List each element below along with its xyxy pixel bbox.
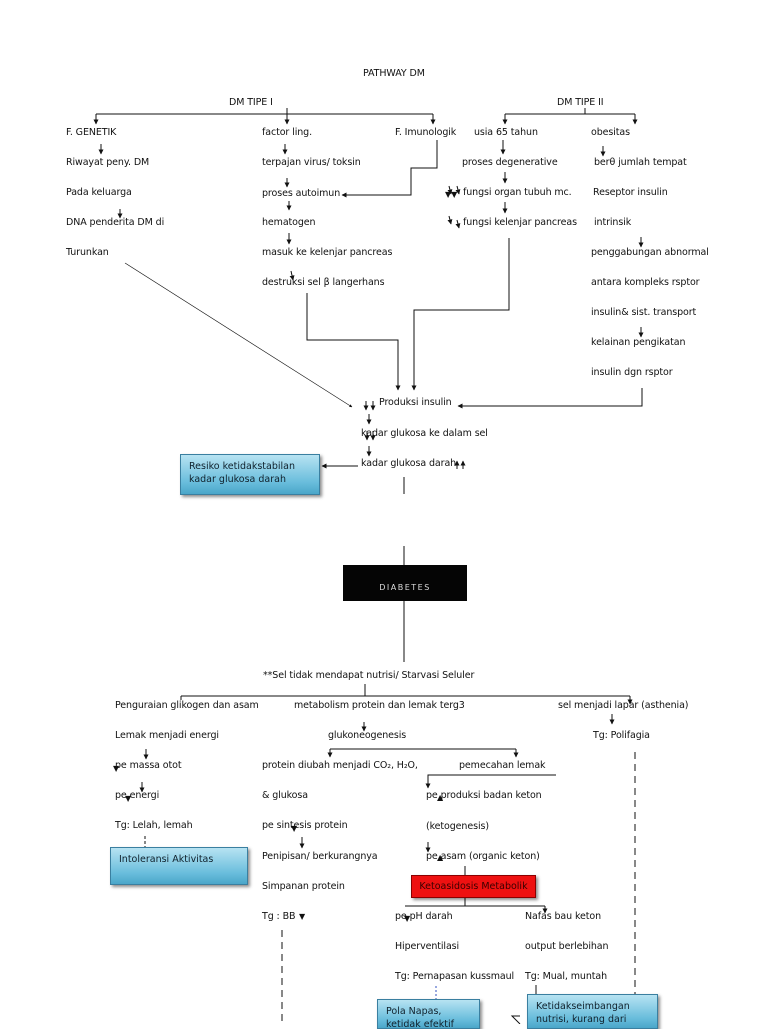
increase-arrow-icon: ▲ [437,853,444,862]
protein-step: Penipisan/ berkurangnya [262,851,378,862]
decrease-arrow-icon: ▼ [291,824,298,833]
genetic-step: Turunkan [66,247,109,258]
fatigue-sign: Tg: Lelah, lemah [115,820,193,831]
ph-step: Hiperventilasi [395,941,460,952]
hunger-step: sel menjadi lapar (asthenia) [558,700,689,711]
obesity-step: berθ jumlah tempat [594,157,687,168]
flow-arrow [425,774,556,789]
diagnosis-line: nutrisi, kurang dari [536,1014,627,1025]
decrease-arrow-icon: ▼▼ [445,190,458,199]
increase-arrow-icon: ▲ [437,793,444,802]
flow-line [510,1015,521,1024]
flow-arrow [455,219,461,229]
diagnosis-line: Ketidakseimbangan [536,1001,630,1012]
decrease-arrow-icon: ▼ [404,914,411,923]
environment-step: hematogen [262,217,316,228]
genetic-step: Pada keluarga [66,187,132,198]
flow-arrow [455,185,461,195]
diagnosis-line: kadar glukosa darah [189,474,286,485]
environment-step: terpajan virus/ toksin [262,157,361,168]
metabolism-header: metabolism protein dan lemak terg3 [294,700,465,711]
ketoacidosis-box: Ketoasidosis Metabolik [411,875,536,898]
blood-glucose-level: kadar glukosa darah [361,458,457,469]
fat-step: pe produksi badan keton [426,790,542,801]
environment-factor: factor ling. [262,127,313,138]
protein-step: protein diubah menjadi CO₂, H₂O, [262,760,418,771]
obesity-factor: obesitas [591,127,630,138]
nausea-sign: Tg: Mual, muntah [525,971,608,982]
age-step: fungsi organ tubuh mc. [463,187,572,198]
flow-arrow [341,140,438,198]
genetic-step: DNA penderita DM di [66,217,165,228]
environment-step: destruksi sel β langerhans [262,277,385,288]
obesity-step: Reseptor insulin [593,187,668,198]
decrease-arrow-icon: ▼ [113,764,120,773]
energy-step: pe energi [115,790,160,801]
insulin-production: Produksi insulin [379,397,452,408]
obesity-step: intrinsik [594,217,632,228]
genetic-step: Riwayat peny. DM [66,157,150,168]
obesity-step: insulin& sist. transport [591,307,697,318]
obesity-step: insulin dgn rsptor [591,367,673,378]
obesity-step: penggabungan abnormal [591,247,709,258]
kussmaul-sign: Tg: Pernapasan kussmaul [395,971,515,982]
obesity-step: antara kompleks rsptor [591,277,700,288]
protein-step: Simpanan protein [262,881,345,892]
ketone-step: Nafas bau keton [525,911,602,922]
branch-dm-tipe-1: DM TIPE I [229,97,273,108]
diabetes-box: DIABETES [343,565,467,601]
environment-step: proses autoimun [262,188,341,199]
obesity-step: kelainan pengikatan [591,337,686,348]
flow-arrow [457,388,643,409]
energy-step: Penguraian glikogen dan asam [115,700,259,711]
genetic-factor: F. GENETIK [66,127,117,138]
ph-step: pe pH darah [395,911,453,922]
decrease-arrow-icon: ▼ [299,912,306,921]
fat-step: (ketogenesis) [426,821,489,832]
environment-step: masuk ke kelenjar pancreas [262,247,393,258]
glucose-into-cells: kadar glukosa ke dalam sel [361,428,488,439]
fat-step: pemecahan lemak [459,760,546,771]
weight-loss-sign: Tg : BB [262,911,296,922]
nursing-diagnosis-activity: Intoleransi Aktivitas [110,847,248,885]
flow-arrow [447,185,453,195]
fat-step: pe asam (organic keton) [426,851,540,862]
energy-step: pe massa otot [115,760,182,771]
flow-arrow [289,270,295,281]
flow-arrow [411,238,510,391]
page-title: PATHWAY DM [363,68,425,79]
cell-starvation: **Sel tidak mendapat nutrisi/ Starvasi S… [263,670,475,681]
flow-arrow [124,262,353,408]
ketone-step: output berlebihan [525,941,609,952]
gluconeogenesis: glukoneogenesis [328,730,407,741]
protein-step: & glukosa [262,790,308,801]
branch-dm-tipe-2: DM TIPE II [557,97,604,108]
polyphagia-sign: Tg: Polifagia [593,730,650,741]
age-step: fungsi kelenjar pancreas [463,217,577,228]
nursing-diagnosis-breathing: Pola Napas, ketidak efektif [377,999,480,1029]
age-factor: usia 65 tahun [474,127,538,138]
flow-arrow [447,215,453,225]
diagnosis-line: Pola Napas, [386,1006,442,1017]
energy-step: Lemak menjadi energi [115,730,219,741]
protein-step: pe sintesis protein [262,820,348,831]
diagnosis-line: Resiko ketidakstabilan [189,461,295,472]
immunologic-factor: F. Imunologik [395,127,457,138]
age-step: proses degenerative [462,157,558,168]
diagnosis-line: Intoleransi Aktivitas [119,854,214,865]
decrease-arrow-icon: ▼ [125,794,132,803]
flow-arrow [306,293,401,391]
nursing-diagnosis-glucose-risk: Resiko ketidakstabilan kadar glukosa dar… [180,454,320,495]
